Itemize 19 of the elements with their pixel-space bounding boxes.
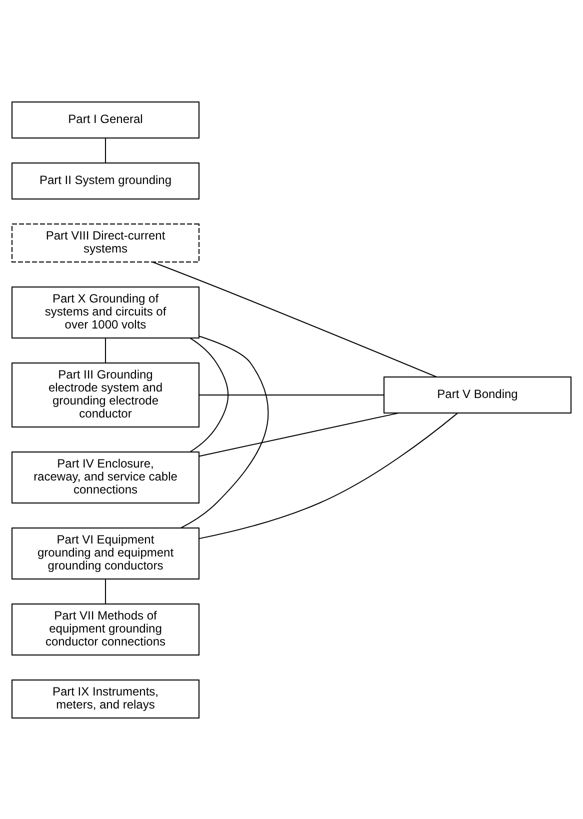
- node-box: Part II System grounding: [12, 162, 200, 199]
- connector: [198, 394, 384, 395]
- connector: [105, 137, 106, 163]
- connector: [198, 412, 400, 456]
- node-box: Part X Grounding of systems and circuits of over 1000 volts: [12, 286, 200, 338]
- connector: [198, 412, 458, 539]
- node-box: Part VIII Direct-current systems: [12, 223, 200, 262]
- node-box: Part I General: [12, 101, 200, 138]
- connector: [190, 337, 229, 452]
- node-box: Part III Grounding electrode system and grounding electrode conductor: [12, 362, 200, 427]
- node-box: Part VII Methods of equipment grounding conductor connections: [12, 603, 200, 655]
- node-box: Part IV Enclosure, raceway, and service cable connections: [12, 451, 200, 503]
- connector: [180, 335, 269, 528]
- node-box: Part IX Instruments, meters, and relays: [12, 679, 200, 718]
- connector: [105, 337, 106, 363]
- connector: [105, 578, 106, 604]
- connector: [152, 261, 437, 377]
- node-box: Part VI Equipment grounding and equipment grounding conductors: [12, 527, 200, 579]
- node-box: Part V Bonding: [384, 376, 572, 413]
